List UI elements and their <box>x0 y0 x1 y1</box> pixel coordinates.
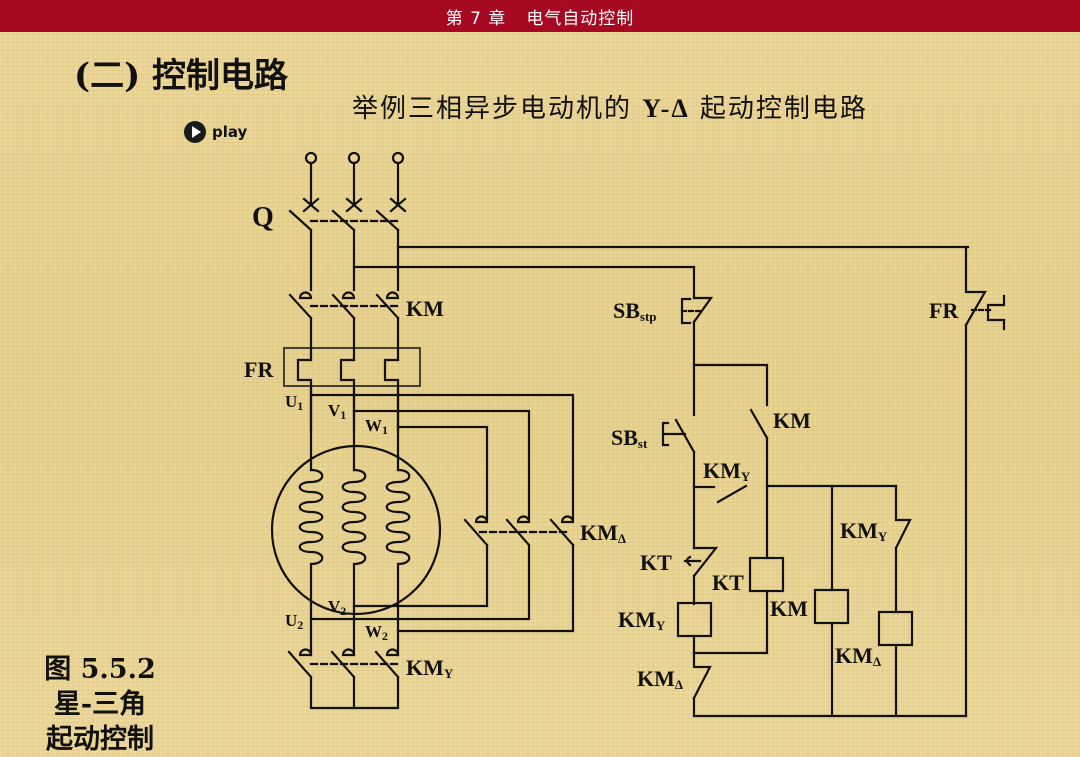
terminal-L2 <box>347 151 361 165</box>
play-button[interactable]: play <box>184 121 247 143</box>
contact-KM-Y-interlock <box>894 484 912 614</box>
label-V2: V2 <box>328 597 346 618</box>
thermal-relay-FR <box>283 347 421 432</box>
label-KM-coil: KM <box>770 596 808 621</box>
subtitle-prefix: 举例三相异步电动机的 <box>352 94 633 124</box>
winding-V <box>341 468 367 566</box>
label-KM-delta-coil: KMΔ <box>835 643 881 669</box>
delta-wiring <box>309 393 575 633</box>
diagram-subtitle: 举例三相异步电动机的 Y-Δ 起动控制电路 <box>352 88 868 125</box>
label-FR-control: FR <box>929 298 959 323</box>
coil-KM-delta <box>877 610 914 647</box>
kt-return <box>692 589 769 655</box>
label-U1: U1 <box>285 392 303 413</box>
label-KT-contact: KT <box>640 550 672 575</box>
label-Q: Q <box>252 202 274 233</box>
chapter-number: 第 7 章 <box>445 8 507 29</box>
label-W2: W2 <box>365 622 388 643</box>
coil-KT <box>748 556 785 593</box>
contact-KM-Y-nc <box>692 484 748 550</box>
motor <box>270 388 442 657</box>
label-KM-Y-interlock: KMY <box>840 518 888 544</box>
label-KM-delta-main: KMΔ <box>580 520 626 546</box>
label-KM-main: KM <box>406 296 444 321</box>
button-SB-st <box>661 418 696 487</box>
figure-caption-line3: 起动控制 <box>46 724 154 755</box>
contact-KM-hold <box>749 408 769 488</box>
figure-caption: 图 5.5.2 星-三角 起动控制 <box>30 652 170 757</box>
figure-number: 图 5.5.2 <box>44 654 156 685</box>
coil-KM-Y <box>676 601 713 638</box>
button-SB-stp <box>680 296 714 417</box>
label-V1: V1 <box>328 401 346 422</box>
chapter-header-bar: 第 7 章 电气自动控制 <box>0 0 1080 32</box>
play-icon <box>184 121 206 143</box>
label-U2: U2 <box>285 611 303 632</box>
label-W1: W1 <box>365 416 388 437</box>
label-SB-stp: SBstp <box>613 298 657 324</box>
label-KM-hold: KM <box>773 408 811 433</box>
section-title: (二) 控制电路 <box>74 56 289 96</box>
contact-KM-Y-main <box>287 648 400 710</box>
label-KM-Y-coil: KMY <box>618 607 666 633</box>
label-KT-coil: KT <box>712 570 744 595</box>
hold-branch <box>692 363 769 407</box>
contact-FR-control <box>964 245 1006 718</box>
winding-W <box>385 468 411 566</box>
coil-KM <box>813 588 850 625</box>
label-SB-st: SBst <box>611 425 648 451</box>
power-terminals <box>304 151 405 207</box>
contact-KT-delay <box>683 546 719 606</box>
switch-Q <box>288 197 407 292</box>
label-KM-delta-interlock: KMΔ <box>637 666 683 692</box>
winding-U <box>298 468 324 566</box>
contact-KM-delta-main <box>463 515 575 547</box>
subtitle-suffix: 起动控制电路 <box>699 94 868 124</box>
terminal-L1 <box>304 151 318 165</box>
figure-caption-line2: 星-三角 <box>53 689 147 720</box>
contact-KM-delta-interlock <box>692 651 712 718</box>
label-KM-Y-nc: KMY <box>703 458 751 484</box>
play-label: play <box>212 123 248 141</box>
contact-KM-main <box>288 291 400 362</box>
chapter-title: 电气自动控制 <box>526 8 635 29</box>
subtitle-emphasis: Y-Δ <box>642 94 690 123</box>
terminal-L3 <box>391 151 405 165</box>
label-FR-main: FR <box>244 357 274 382</box>
label-KM-Y-main: KMY <box>406 655 454 681</box>
